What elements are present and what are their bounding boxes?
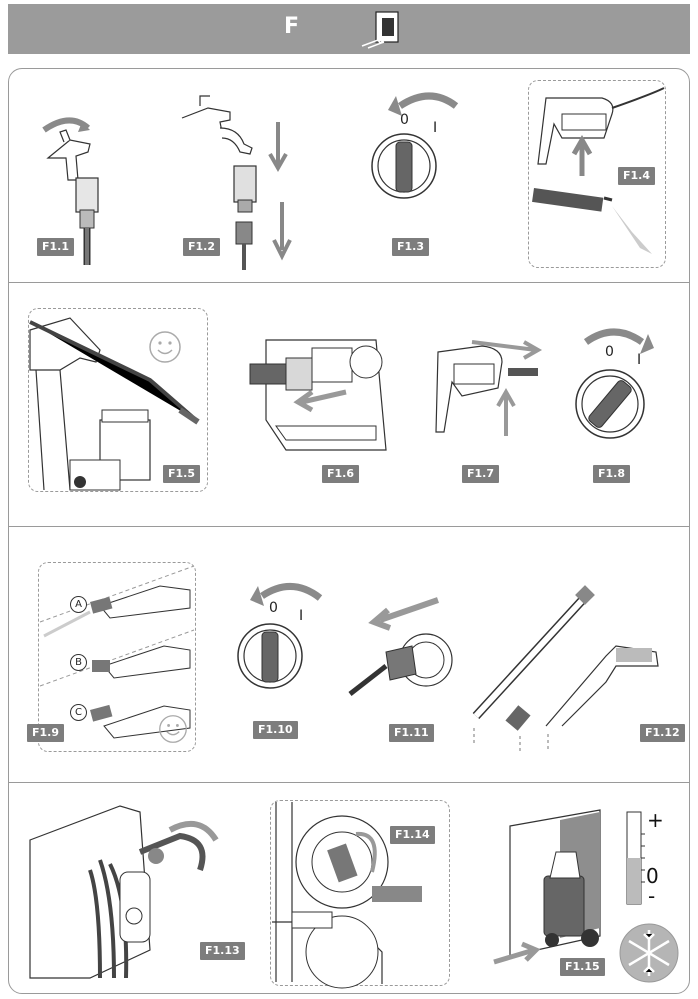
figure-label-f1-1: F1.1 — [37, 238, 75, 256]
figure-label-f1-11: F1.11 — [389, 724, 434, 742]
figure-label-f1-3: F1.3 — [392, 238, 430, 256]
hose-reel-box — [270, 800, 450, 986]
nozzle-option-c: C — [70, 704, 87, 721]
hose-detach-illustration — [246, 330, 396, 460]
figure-label-f1-8: F1.8 — [593, 465, 631, 483]
figure-label-f1-7: F1.7 — [462, 465, 500, 483]
thermometer-minus-label: - — [648, 884, 656, 908]
row-divider — [9, 282, 689, 283]
section-letter: F — [284, 14, 300, 39]
faucet-hose-illustration — [30, 100, 120, 270]
smiley-icon — [148, 330, 182, 364]
nozzle-option-a: A — [70, 596, 87, 613]
figure-label-f1-2: F1.2 — [183, 238, 221, 256]
thermometer-plus-label: + — [647, 808, 664, 832]
snowflake-icon — [618, 922, 680, 984]
faucet-adapter-illustration — [178, 92, 308, 272]
user-with-lance-illustration — [29, 310, 206, 491]
hose-storage-illustration — [29, 800, 230, 980]
section-header: F — [8, 4, 690, 54]
switch-on-label: I — [433, 120, 438, 136]
figure-label-f1-4: F1.4 — [618, 167, 656, 185]
figure-label-f1-13: F1.13 — [200, 942, 245, 960]
row-divider — [9, 526, 689, 527]
switch-on-label: I — [299, 608, 304, 624]
nozzle-option-b: B — [70, 654, 87, 671]
power-switch-on-illustration — [370, 86, 470, 206]
smiley-icon — [158, 714, 188, 744]
switch-off-label: 0 — [269, 600, 278, 616]
instruction-panel — [8, 68, 690, 994]
power-switch-off-illustration — [570, 322, 670, 442]
thermometer-scale — [625, 810, 645, 906]
hose-reel-illustration — [272, 802, 448, 989]
unplug-illustration — [346, 596, 456, 706]
switch-off-label: 0 — [400, 112, 409, 128]
figure-label-f1-14: F1.14 — [390, 826, 435, 844]
lance-gun-drain-illustration — [466, 585, 666, 756]
power-switch-on-illustration-2 — [232, 576, 332, 696]
row-divider — [9, 782, 689, 783]
nozzle-hands-illustration — [39, 565, 195, 750]
door-machine-icon — [358, 10, 408, 50]
gun-assembly-box — [528, 80, 666, 268]
indoor-storage-illustration — [490, 806, 620, 966]
figure-label-f1-5: F1.5 — [163, 465, 201, 483]
switch-off-label: 0 — [605, 344, 614, 360]
thermometer-zero-label: 0 — [646, 864, 659, 888]
switch-on-label: I — [637, 352, 642, 368]
spray-gun-hose-illustration — [532, 84, 665, 264]
figure-label-f1-9: F1.9 — [27, 724, 65, 742]
figure-label-f1-12: F1.12 — [640, 724, 685, 742]
figure-label-f1-10: F1.10 — [253, 721, 298, 739]
user-operation-box — [28, 308, 208, 492]
nozzle-settings-box — [38, 562, 196, 752]
figure-label-f1-15: F1.15 — [560, 958, 605, 976]
gun-trigger-illustration — [432, 332, 552, 442]
figure-label-f1-6: F1.6 — [322, 465, 360, 483]
